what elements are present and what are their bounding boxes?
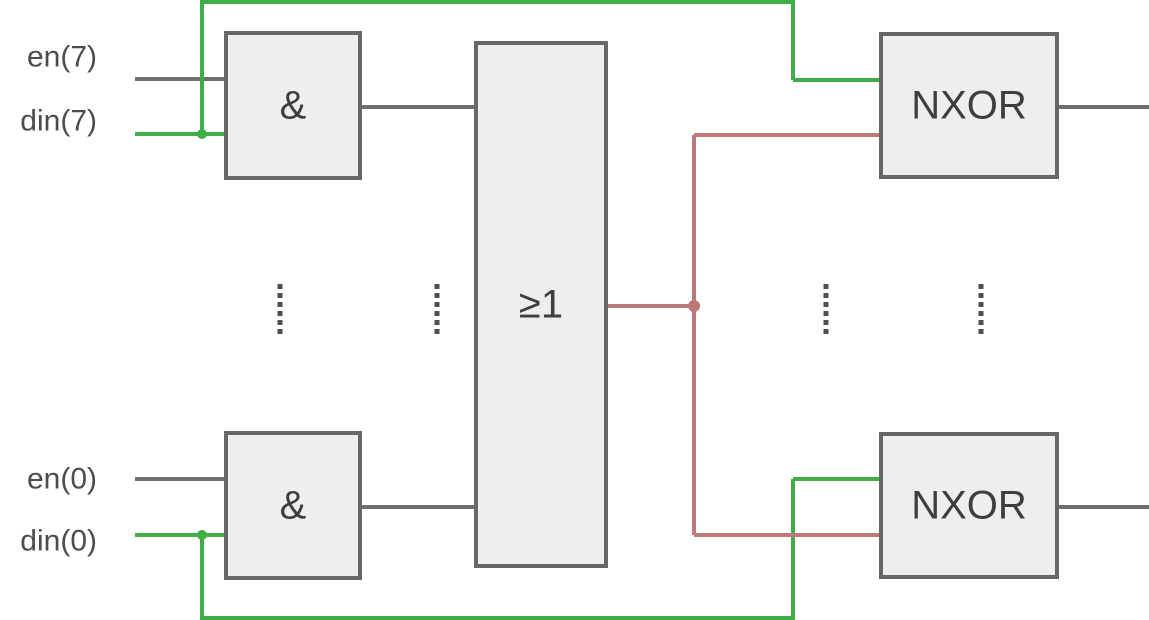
junction-dots-layer — [197, 129, 700, 540]
and-gate-top-box — [224, 31, 362, 180]
nxor-gate-bottom-label: NXOR — [911, 484, 1027, 528]
port-labels-layer: en(7) din(7) en(0) din(0) — [20, 41, 97, 558]
red-wires-layer — [604, 133, 885, 537]
label-en0: en(0) — [27, 463, 97, 496]
label-din0: din(0) — [20, 525, 97, 558]
ellipsis-layer — [277, 284, 984, 334]
green-wires-layer — [135, 0, 885, 620]
nxor-gate-top-box — [879, 32, 1059, 179]
or-gate-label: ≥1 — [519, 283, 563, 327]
and-gate-top-label: & — [280, 84, 307, 128]
label-en7: en(7) — [27, 41, 97, 74]
junction-din0 — [197, 530, 207, 540]
or-gate-box — [474, 41, 608, 568]
label-din7: din(7) — [20, 105, 97, 138]
gray-wires-layer — [135, 77, 1149, 509]
and-gate-bottom-box — [224, 431, 362, 580]
nxor-gate-bottom-box — [879, 432, 1059, 579]
junction-or-fanout — [688, 300, 700, 312]
and-gate-bottom-label: & — [280, 484, 307, 528]
junction-din7 — [197, 129, 207, 139]
nxor-gate-top-label: NXOR — [911, 84, 1027, 128]
